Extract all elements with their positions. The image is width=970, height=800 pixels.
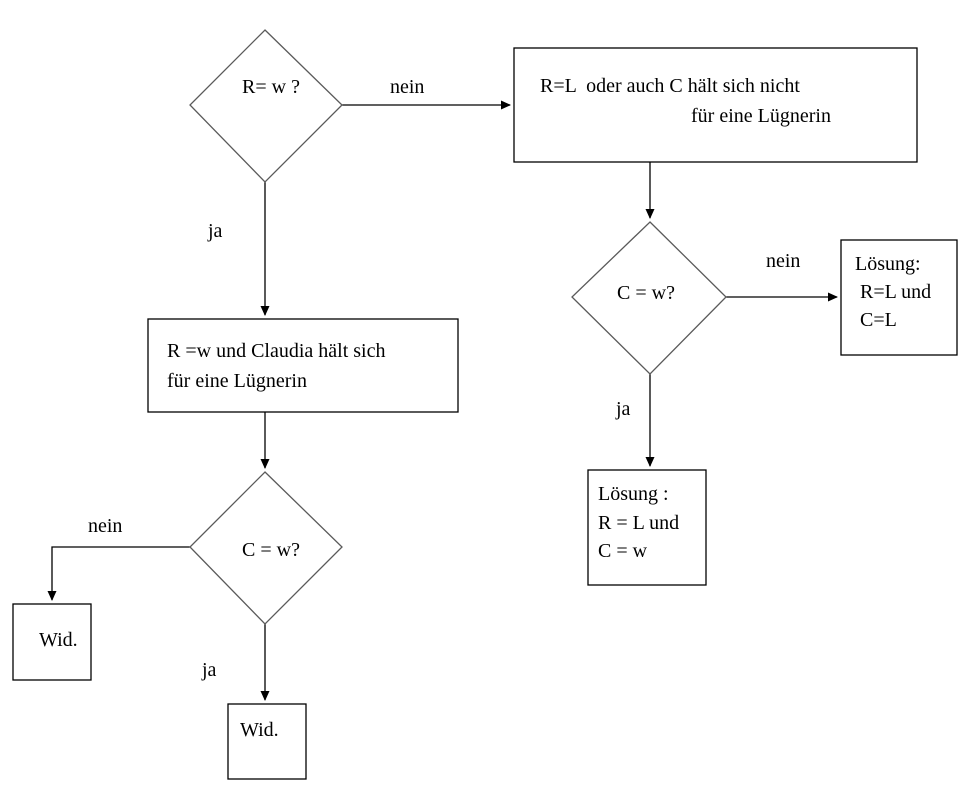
box-r-is-l-line2: für eine Lügnerin — [691, 105, 831, 127]
decision-r-is-w-label: R= w ? — [242, 76, 300, 98]
edge-label-r-ja: ja — [207, 220, 223, 242]
box-solution-c-l: Lösung: R=L und C=L — [840, 239, 958, 356]
box-solution-c-w-line2: R = L und — [598, 512, 679, 534]
edge-labels: nein ja nein ja nein ja — [88, 76, 800, 681]
edge-label-c-left-nein: nein — [88, 515, 122, 537]
box-r-is-l: R=L oder auch C hält sich nicht für eine… — [513, 47, 918, 163]
box-contradiction-left: Wid. — [12, 603, 92, 681]
box-contradiction-left-label: Wid. — [39, 629, 78, 651]
box-solution-c-l-line3: C=L — [860, 309, 897, 331]
box-r-is-w: R =w und Claudia hält sich für eine Lügn… — [147, 318, 459, 413]
decision-c-is-w-right: C = w? — [571, 221, 727, 375]
box-solution-c-w: Lösung : R = L und C = w — [587, 469, 707, 586]
box-solution-c-l-line1: Lösung: — [855, 253, 921, 275]
edge-label-r-nein: nein — [390, 76, 424, 98]
box-solution-c-w-line3: C = w — [598, 540, 648, 562]
box-contradiction-bottom-label: Wid. — [240, 719, 279, 741]
decision-c-is-w-right-label: C = w? — [617, 282, 675, 304]
box-contradiction-bottom: Wid. — [227, 703, 307, 780]
edge-label-c-right-nein: nein — [766, 250, 800, 272]
edges — [47, 100, 838, 701]
decision-c-is-w-left-label: C = w? — [242, 539, 300, 561]
decision-c-is-w-left: C = w? — [189, 471, 343, 625]
edge-label-c-left-ja: ja — [201, 659, 217, 681]
edge-c-left-nein — [47, 546, 190, 601]
edge-label-c-right-ja: ja — [615, 398, 631, 420]
box-r-is-w-line1: R =w und Claudia hält sich — [167, 340, 385, 362]
box-r-is-l-line1: R=L oder auch C hält sich nicht — [540, 75, 800, 97]
box-solution-c-l-line2: R=L und — [860, 281, 931, 303]
decision-r-is-w: R= w ? — [189, 29, 343, 183]
box-r-is-w-line2: für eine Lügnerin — [167, 370, 307, 392]
box-solution-c-w-line1: Lösung : — [598, 483, 669, 505]
